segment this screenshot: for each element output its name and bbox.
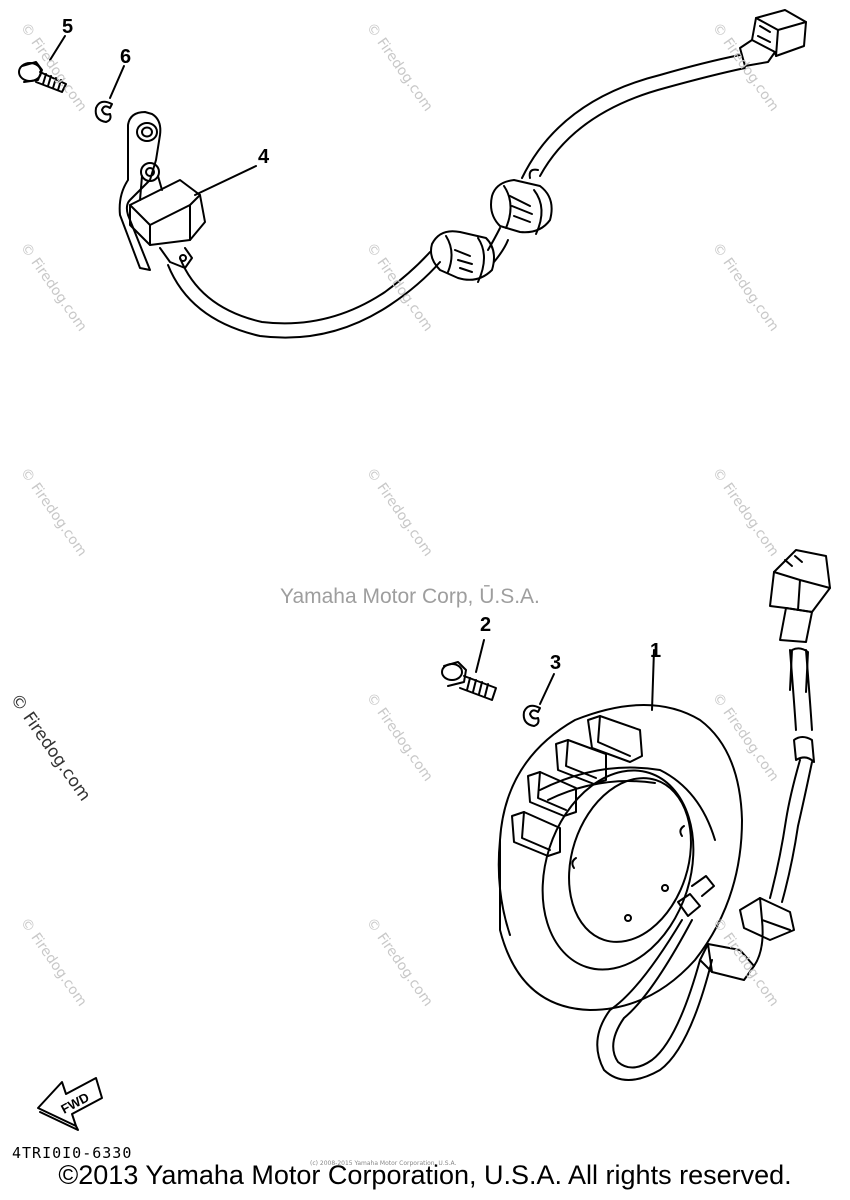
tiny-copyright: (c) 2008-2015 Yamaha Motor Corporation, … bbox=[310, 1160, 457, 1167]
center-watermark: Yamaha Motor Corp, Ū.S.A. bbox=[280, 585, 540, 608]
bolt-5 bbox=[18, 61, 67, 93]
bolt-2 bbox=[441, 661, 497, 701]
callout-6: 6 bbox=[120, 46, 132, 68]
leader-line-5 bbox=[49, 35, 66, 61]
callout-5: 5 bbox=[62, 16, 74, 38]
washer-6 bbox=[94, 100, 113, 123]
washer-3 bbox=[522, 704, 541, 727]
stator-assembly bbox=[497, 549, 831, 1081]
leader-line-2 bbox=[475, 639, 485, 673]
leader-line-4 bbox=[194, 165, 257, 196]
leader-line-6 bbox=[109, 65, 125, 99]
part-code: 4TRI0I0-6330 bbox=[12, 1144, 133, 1162]
leader-line-3 bbox=[539, 673, 555, 705]
fwd-arrow-icon bbox=[37, 1077, 103, 1131]
leader-line-1 bbox=[651, 649, 655, 711]
callout-4: 4 bbox=[258, 146, 270, 168]
footer-copyright: ©2013 Yamaha Motor Corporation, U.S.A. A… bbox=[58, 1160, 792, 1190]
callout-2: 2 bbox=[480, 614, 492, 636]
callout-1: 1 bbox=[650, 640, 662, 662]
pickup-coil-assembly bbox=[118, 9, 807, 339]
callout-3: 3 bbox=[550, 652, 562, 674]
